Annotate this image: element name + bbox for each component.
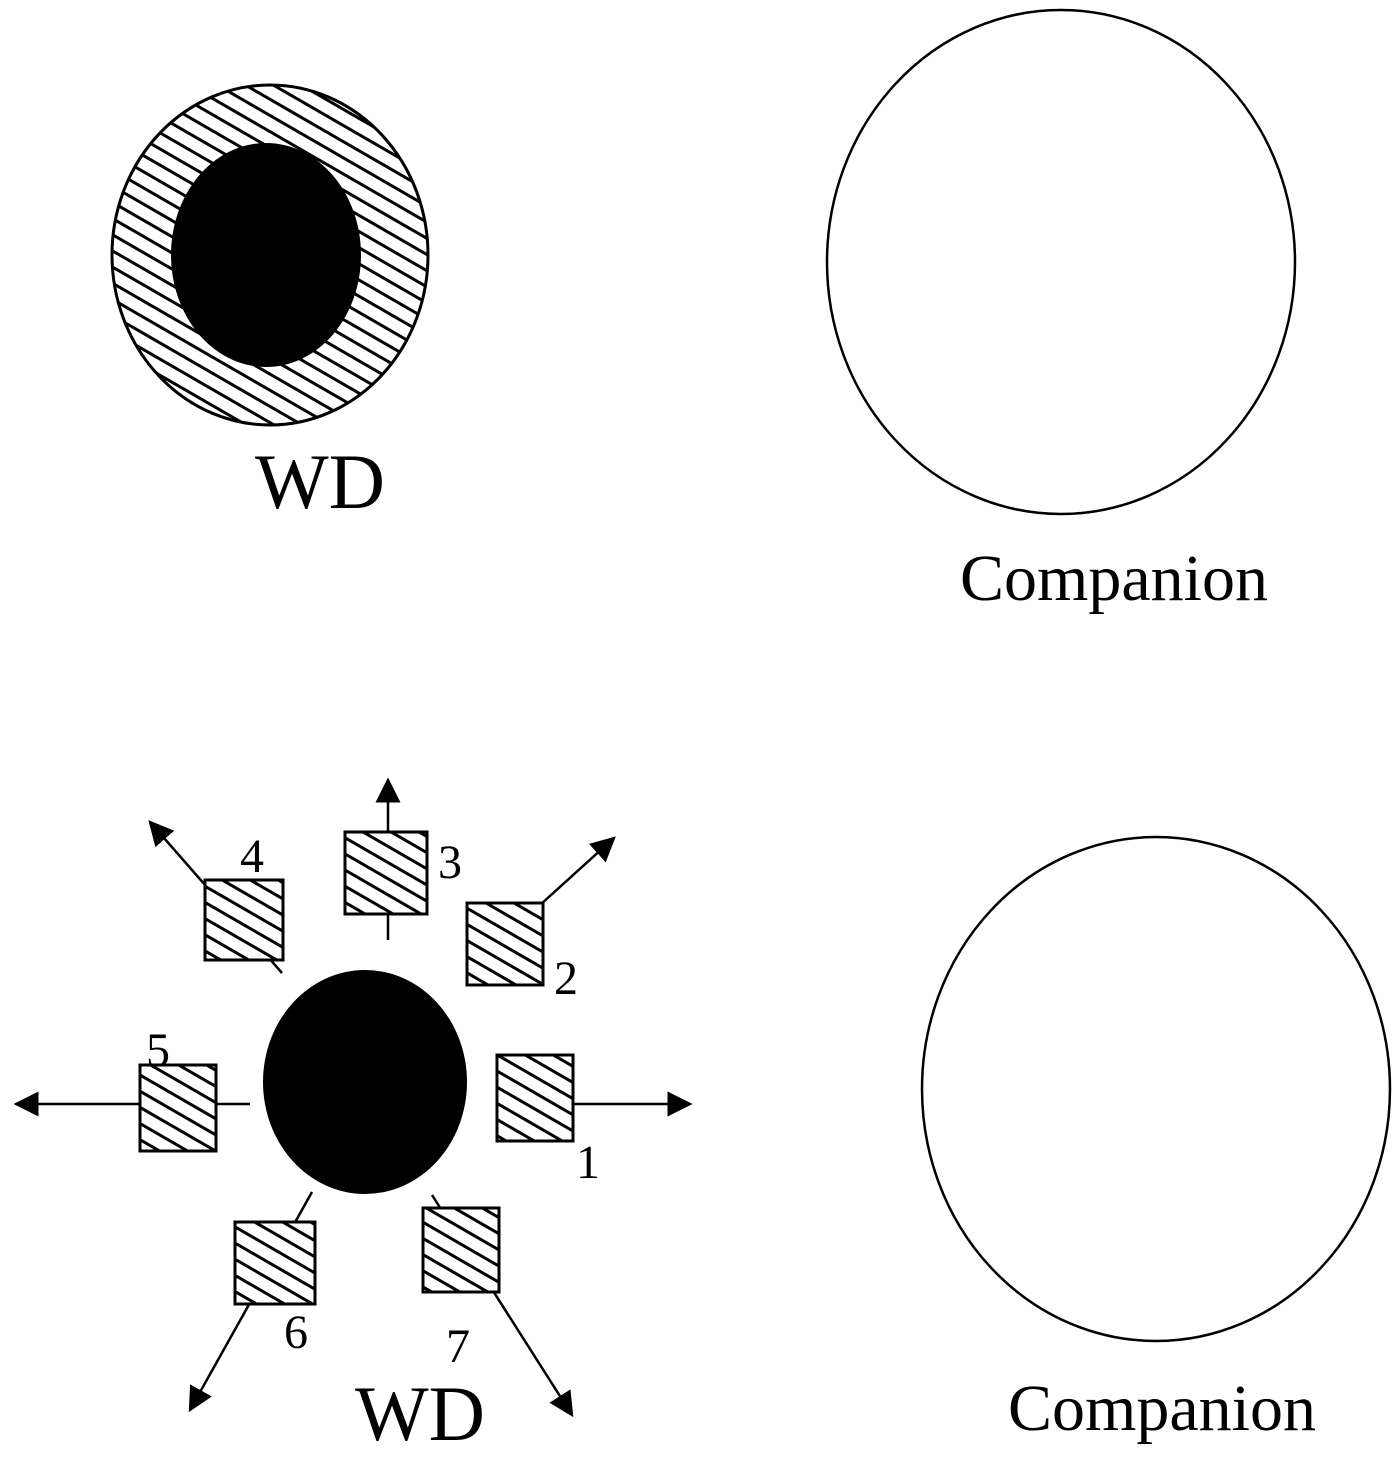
top-companion: Companion [827, 10, 1295, 615]
top-wd-core [171, 143, 361, 367]
blob-3-square [345, 832, 427, 914]
blob-5-label: 5 [146, 1024, 170, 1077]
top-white-dwarf: WD [112, 85, 428, 525]
blob-1-label: 1 [576, 1136, 600, 1189]
blob-5-square [140, 1065, 216, 1151]
top-companion-label: Companion [960, 542, 1268, 615]
blob-3-label: 3 [438, 836, 462, 889]
blob-6-label: 6 [284, 1306, 308, 1359]
blob-2-label: 2 [554, 952, 578, 1005]
blob-5: 5 [140, 1024, 216, 1151]
blob-7: 7 [423, 1208, 499, 1373]
top-wd-label: WD [255, 438, 385, 525]
blob-4-square [205, 880, 283, 960]
bottom-companion-star [922, 837, 1390, 1341]
blob-6-square [235, 1222, 315, 1304]
blob-6: 6 [235, 1222, 315, 1359]
blob-7-square [423, 1208, 499, 1292]
bottom-wd-label: WD [355, 1370, 485, 1457]
blob-4: 4 [205, 830, 283, 960]
bottom-companion: Companion [922, 837, 1390, 1445]
blob-7-label: 7 [446, 1320, 470, 1373]
blob-3: 3 [345, 832, 462, 914]
blob-1-square [497, 1055, 573, 1141]
blob-2: 2 [467, 903, 578, 1005]
bottom-companion-label: Companion [1008, 1372, 1316, 1445]
bottom-panel: WD 1 2 3 [16, 780, 1390, 1457]
blob-4-label: 4 [240, 830, 264, 883]
top-panel: WD Companion [112, 10, 1295, 615]
arrow-2 [540, 838, 614, 905]
bottom-wd-core [263, 970, 467, 1194]
top-companion-star [827, 10, 1295, 514]
blob-1: 1 [497, 1055, 600, 1189]
blob-2-square [467, 903, 543, 985]
